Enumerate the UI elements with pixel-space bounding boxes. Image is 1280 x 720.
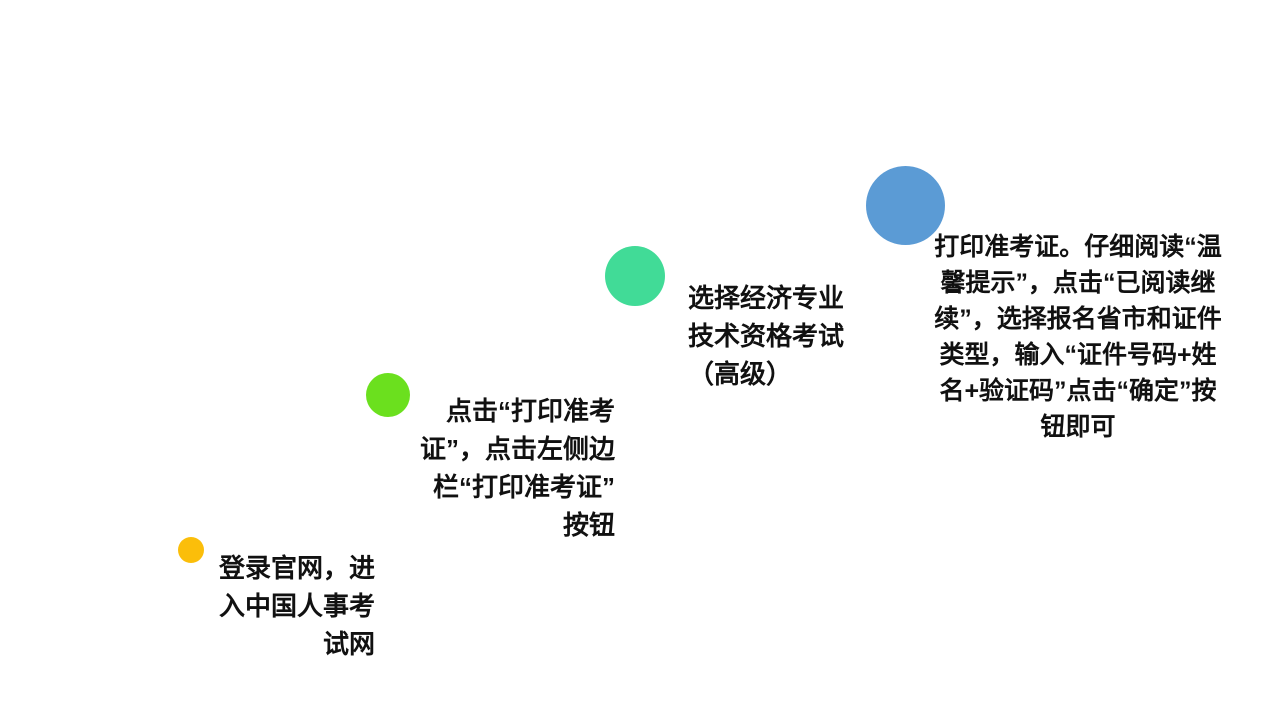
- step-label-4: 打印准考证。仔细阅读“温馨提示”，点击“已阅读继续”，选择报名省市和证件类型，输…: [934, 233, 1222, 441]
- step-label-1: 登录官网，进入中国人事考试网: [218, 553, 375, 659]
- step-label-2: 点击“打印准考证”，点击左侧边栏“打印准考证”按钮: [419, 396, 615, 540]
- teal-circle-marker: [605, 246, 665, 306]
- green-circle-marker: [366, 373, 410, 417]
- yellow-circle-marker: [178, 537, 204, 563]
- step-label-3: 选择经济专业技术资格考试（高级）: [688, 283, 845, 389]
- blue-circle-marker: [866, 166, 945, 245]
